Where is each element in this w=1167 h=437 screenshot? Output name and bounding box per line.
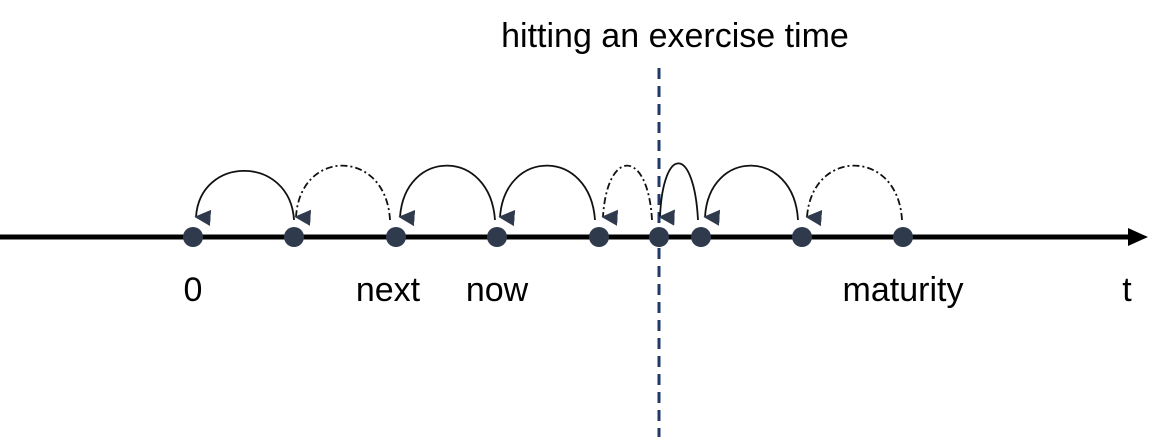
backward-arc [601,164,653,226]
backward-arc [498,164,596,227]
time-point-maturity [893,227,913,247]
time-point [792,227,812,247]
axis-label-t: t [1122,271,1132,309]
label-maturity: maturity [843,271,964,309]
time-points [183,227,913,247]
time-point [691,227,711,247]
exercise-time-title: hitting an exercise time [501,17,849,55]
time-point-exercise [649,227,669,247]
recursion-arcs [194,162,903,227]
backward-arc [805,164,903,227]
backward-arc [398,164,496,227]
label-zero: 0 [184,271,203,309]
label-next: next [356,271,421,309]
time-point [589,227,609,247]
time-point-0 [183,227,203,247]
backward-arc [294,164,391,226]
time-point-now [487,227,507,247]
time-axis-arrowhead [1128,228,1148,246]
backward-arc [194,170,295,227]
label-now: now [466,271,529,309]
time-point [284,227,304,247]
backward-arc [703,164,799,226]
time-point-next [386,227,406,247]
backward-arc [658,162,699,226]
